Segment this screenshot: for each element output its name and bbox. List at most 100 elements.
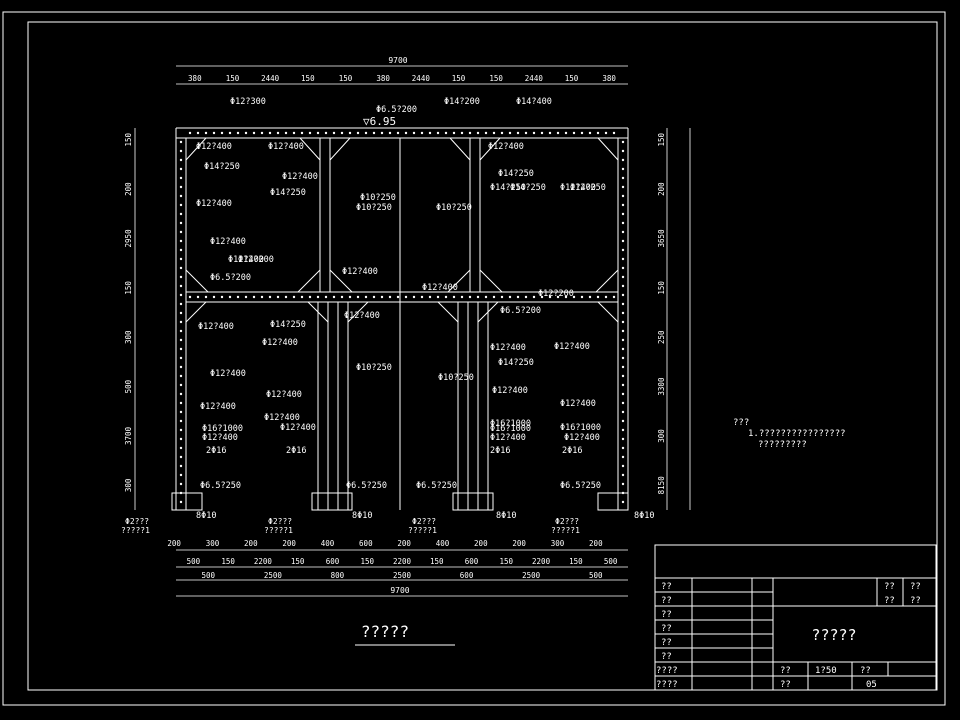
rebar-dot bbox=[188, 131, 192, 135]
rebar-dot bbox=[492, 295, 496, 299]
tb-drawing-no-label: ?? bbox=[780, 680, 791, 690]
rebar-dot bbox=[356, 131, 360, 135]
rebar-dot bbox=[621, 212, 625, 216]
rebar-dot bbox=[468, 295, 472, 299]
left-dim-4: 300 bbox=[124, 330, 133, 344]
rebar-label-39: 8Φ10 bbox=[352, 511, 372, 521]
rebar-dot bbox=[179, 500, 183, 504]
rebar-dot bbox=[476, 131, 480, 135]
right-dim-0: 150 bbox=[657, 132, 666, 146]
bottom-dim-1-1: 300 bbox=[206, 539, 220, 548]
haunch-12 bbox=[185, 301, 207, 323]
rebar-dot bbox=[179, 293, 183, 297]
rebar-dot bbox=[260, 131, 264, 135]
rebar-dot bbox=[340, 295, 344, 299]
foot-label-3: Φ2??? bbox=[555, 517, 579, 526]
bottom-dim-1-0: 200 bbox=[167, 539, 181, 548]
haunch-7 bbox=[297, 269, 321, 293]
footing-2 bbox=[452, 492, 494, 511]
rebar-dot bbox=[292, 295, 296, 299]
rebar-label-46: Φ10?250 bbox=[356, 363, 392, 373]
rebar-label-53: Φ12?400 bbox=[492, 386, 528, 396]
bottom-dim-2-8: 600 bbox=[465, 557, 479, 566]
rebar-label-25: Φ12?400 bbox=[560, 183, 596, 193]
rebar-dot bbox=[580, 131, 584, 135]
rebar-label-12: Φ12?200 bbox=[238, 255, 274, 265]
rebar-dot bbox=[621, 356, 625, 360]
rebar-dot bbox=[420, 295, 424, 299]
haunch-16 bbox=[477, 301, 499, 323]
rebar-dot bbox=[179, 383, 183, 387]
left-dim-1: 200 bbox=[124, 182, 133, 196]
rebar-label-50: Φ6.5?200 bbox=[500, 306, 541, 316]
rebar-dot bbox=[300, 295, 304, 299]
rebar-dot bbox=[179, 320, 183, 324]
rebar-dot bbox=[196, 295, 200, 299]
rebar-dot bbox=[332, 131, 336, 135]
rebar-dot bbox=[179, 365, 183, 369]
rebar-label-31: Φ16?1000 bbox=[490, 424, 531, 434]
rebar-label-32: Φ12?400 bbox=[490, 433, 526, 443]
rebar-label-51: Φ12?400 bbox=[490, 343, 526, 353]
top-dim-7: 150 bbox=[452, 74, 466, 83]
rebar-dot bbox=[179, 203, 183, 207]
tb-top-right-3: ?? bbox=[884, 596, 895, 606]
rebar-dot bbox=[236, 131, 240, 135]
rebar-label-9: Φ12?400 bbox=[196, 199, 232, 209]
tb-cell-1: ?? bbox=[661, 582, 672, 592]
bottom-dim-1-11: 200 bbox=[589, 539, 603, 548]
drawing-title: ????? bbox=[361, 622, 409, 641]
rebar-label-44: Φ12?400 bbox=[422, 283, 458, 293]
rebar-label-21: Φ12?400 bbox=[266, 390, 302, 400]
rebar-dot bbox=[621, 401, 625, 405]
rebar-dot bbox=[484, 131, 488, 135]
rebar-dot bbox=[179, 419, 183, 423]
rebar-dot bbox=[179, 176, 183, 180]
top-dim-6: 2440 bbox=[412, 74, 431, 83]
rebar-dot bbox=[612, 131, 616, 135]
rebar-dot bbox=[476, 295, 480, 299]
rebar-dot bbox=[540, 295, 544, 299]
foot-sub-1: ?????1 bbox=[264, 526, 293, 535]
right-dim-1: 200 bbox=[657, 182, 666, 196]
rebar-dot bbox=[412, 131, 416, 135]
rebar-dot bbox=[404, 131, 408, 135]
rebar-dot bbox=[621, 464, 625, 468]
haunch-3 bbox=[449, 137, 471, 161]
tb-cell-7: ???? bbox=[656, 666, 678, 676]
haunch-11 bbox=[595, 269, 619, 293]
rebar-dot bbox=[179, 437, 183, 441]
rebar-dot bbox=[316, 131, 320, 135]
rebar-dot bbox=[621, 140, 625, 144]
rebar-dot bbox=[444, 295, 448, 299]
rebar-dot bbox=[612, 295, 616, 299]
rebar-dot bbox=[179, 266, 183, 270]
elevation-value: ▽6.95 bbox=[363, 115, 396, 128]
tb-scale-label: ?? bbox=[780, 666, 791, 676]
bottom-dim-2-1: 150 bbox=[221, 557, 235, 566]
right-dim-4: 250 bbox=[657, 330, 666, 344]
right-dim-3: 150 bbox=[657, 281, 666, 295]
rebar-dot bbox=[452, 295, 456, 299]
rebar-dot bbox=[420, 131, 424, 135]
rebar-dot bbox=[204, 295, 208, 299]
rebar-label-22: Φ12?400 bbox=[200, 402, 236, 412]
rebar-label-40: 8Φ10 bbox=[496, 511, 516, 521]
rebar-dot bbox=[179, 428, 183, 432]
rebar-dot bbox=[244, 295, 248, 299]
foot-label-0: Φ2??? bbox=[125, 517, 149, 526]
rebar-dot bbox=[604, 131, 608, 135]
rebar-dot bbox=[179, 374, 183, 378]
rebar-label-37: Φ6.5?250 bbox=[560, 481, 601, 491]
notes-line-2: ????????? bbox=[758, 440, 807, 450]
rebar-label-16: Φ12?400 bbox=[344, 311, 380, 321]
rebar-label-11: Φ12?400 bbox=[228, 255, 264, 265]
left-dim-6: 3700 bbox=[124, 426, 133, 445]
rebar-dot bbox=[179, 329, 183, 333]
top-dim-9: 2440 bbox=[525, 74, 544, 83]
bottom-dim-3-5: 2500 bbox=[522, 571, 541, 580]
top-dim-0: 380 bbox=[188, 74, 202, 83]
haunch-10 bbox=[479, 269, 503, 293]
rebar-label-15: Φ12?400 bbox=[342, 267, 378, 277]
